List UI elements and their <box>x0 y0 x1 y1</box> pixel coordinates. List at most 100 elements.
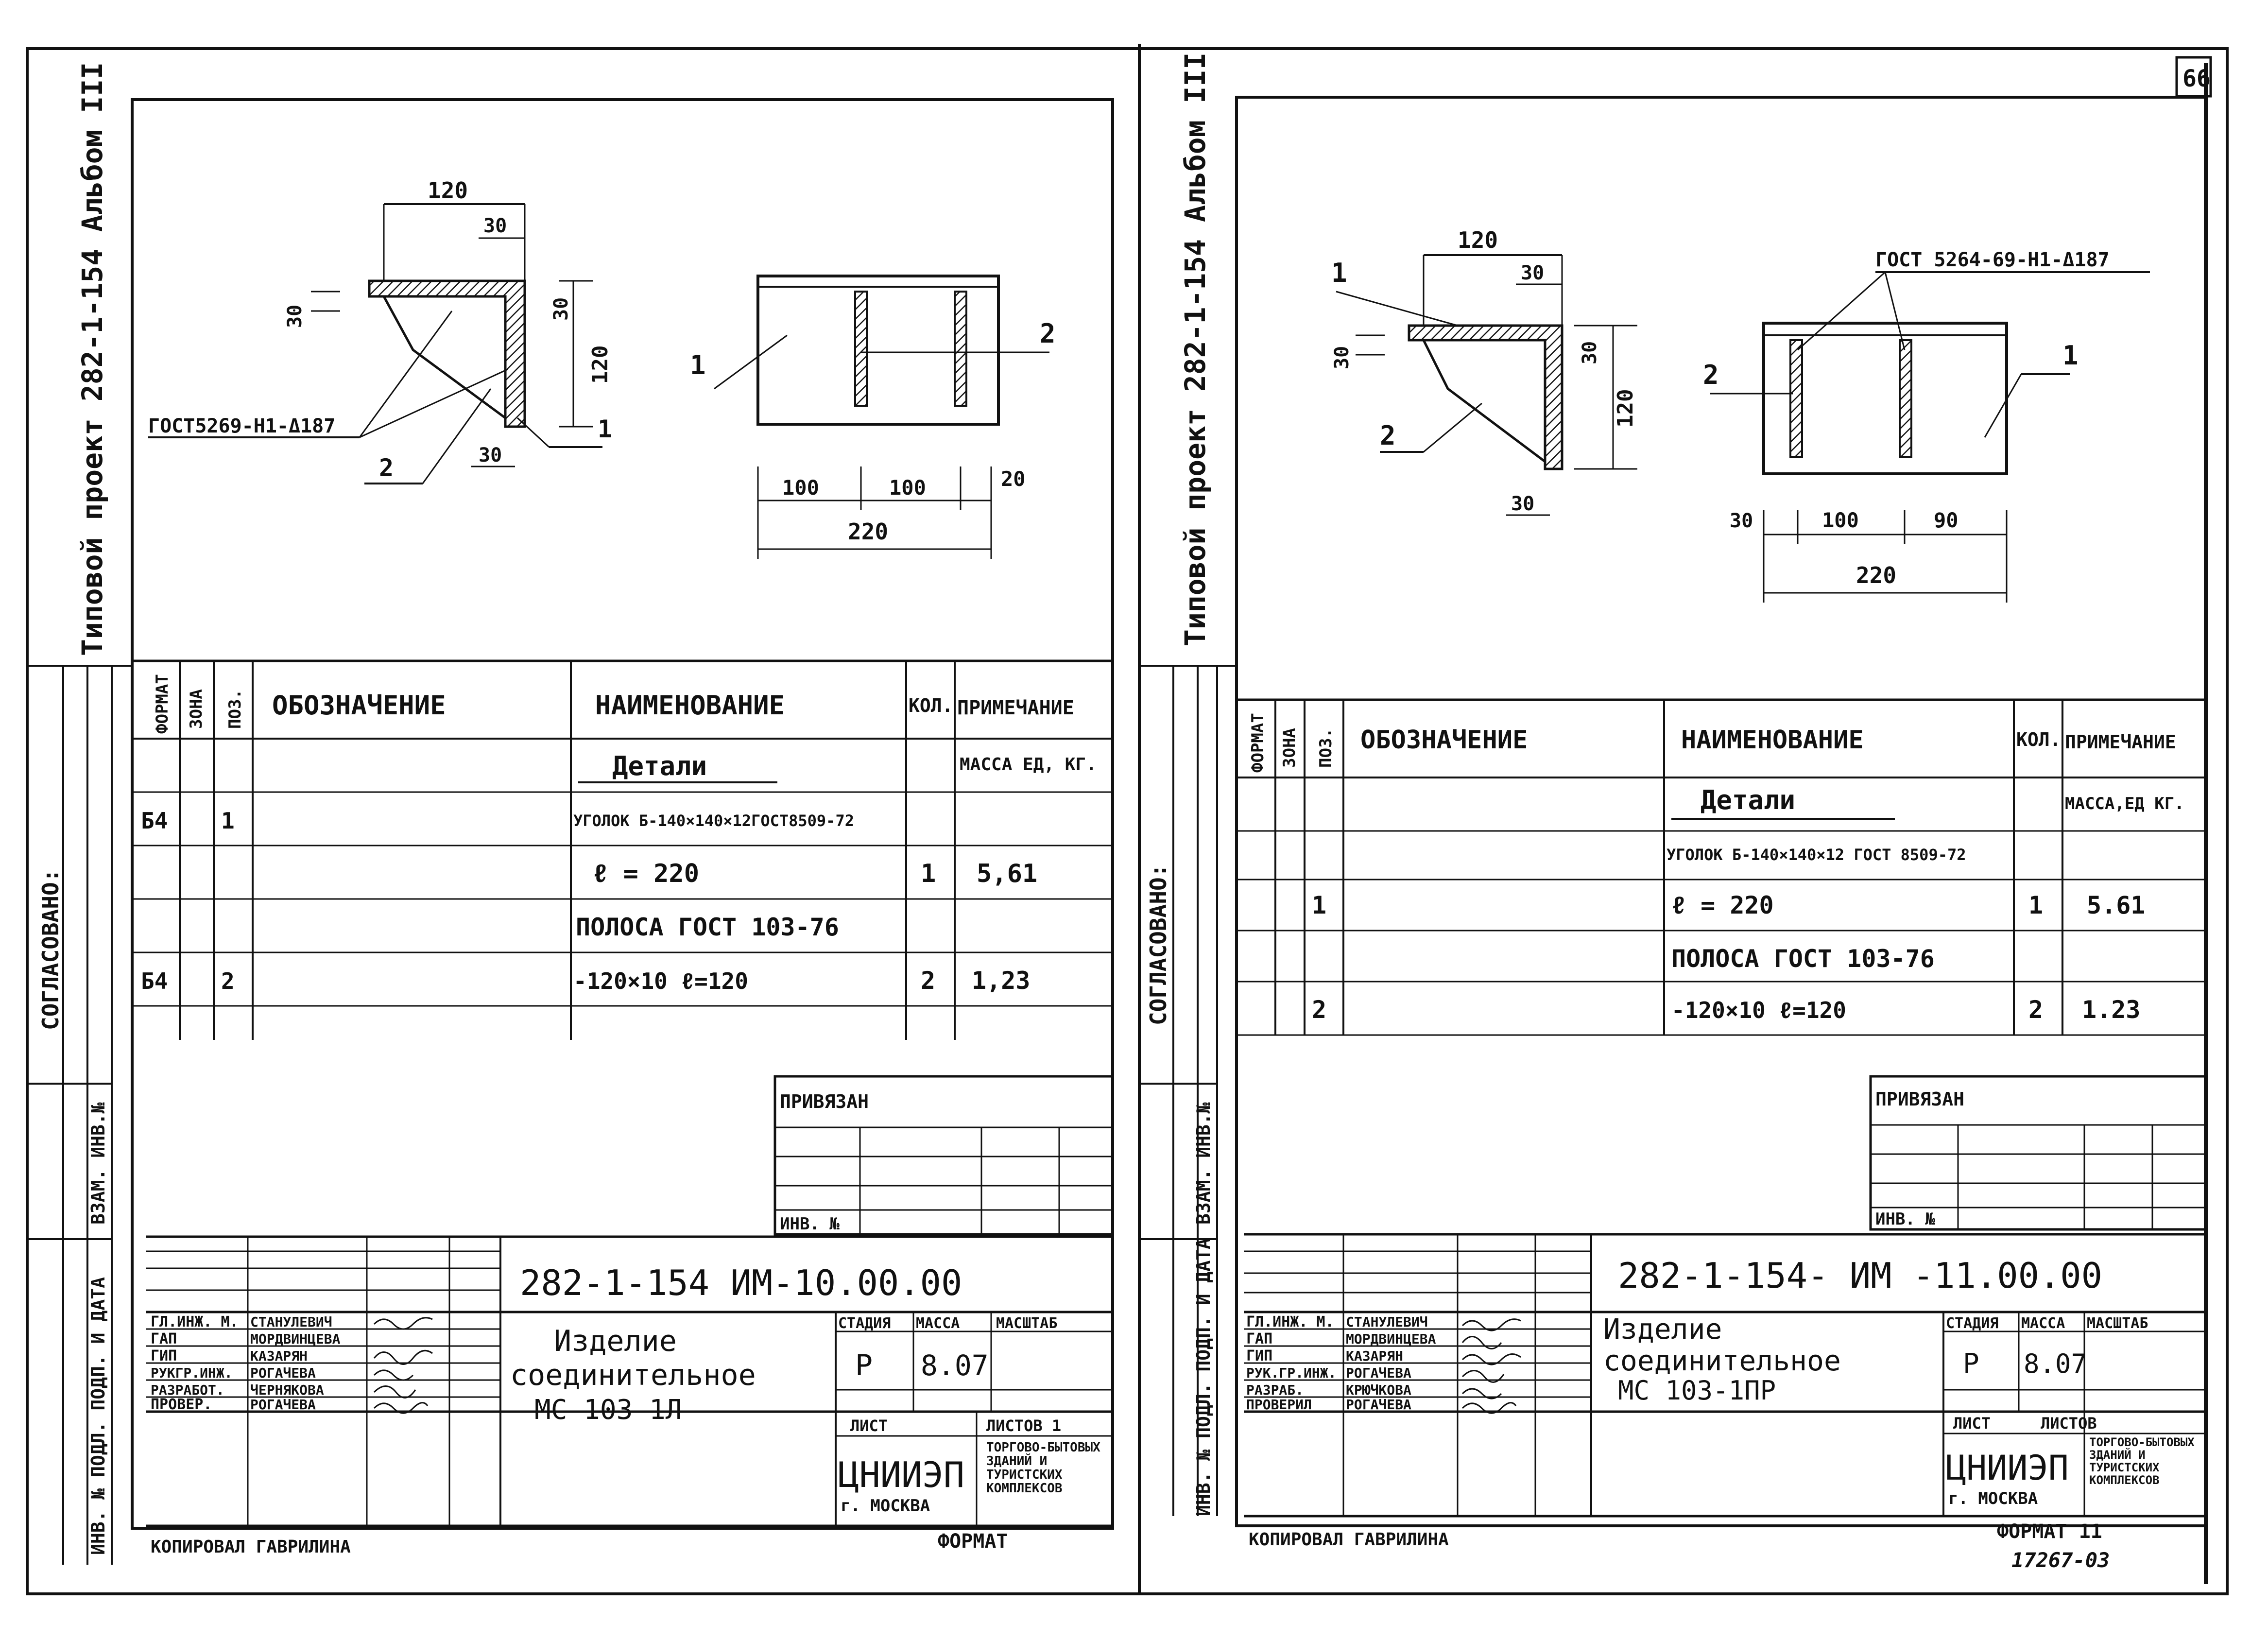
name-4: РОГАЧЕВА <box>250 1365 316 1381</box>
row4-qty-right: 2 <box>2028 996 2043 1024</box>
org-city: г. МОСКВА <box>841 1496 930 1516</box>
side-inv-zam: ВЗАМ. ИНВ.№ <box>87 1102 109 1225</box>
title-block-right: 282-1-154- ИМ -11.00.00 ГЛ.ИНЖ. М. ГАП Г… <box>1244 1233 2206 1518</box>
plan-dim-220: 220 <box>848 518 888 545</box>
org-city-right: г. МОСКВА <box>1948 1489 2038 1508</box>
dim-30-bottom: 30 <box>479 444 502 466</box>
angle-profile <box>368 279 526 428</box>
copied-by: КОПИРОВАЛ ГАВРИЛИНА <box>151 1537 351 1557</box>
row2-note-right: 5.61 <box>2087 891 2145 919</box>
privyazan-label-right: ПРИВЯЗАН <box>1875 1088 1964 1110</box>
org-description-right: ТОРГОВО-БЫТОВЫХ ЗДАНИЙ И ТУРИСТСКИХ КОМП… <box>2089 1436 2195 1487</box>
role-4: РУКГР.ИНЖ. <box>151 1365 233 1381</box>
row2-qty-right: 1 <box>2028 891 2043 919</box>
col-format-header-right: ФОРМАТ <box>1248 713 1268 773</box>
org-description: ТОРГОВО-БЫТОВЫХ ЗДАНИЙ И ТУРИСТСКИХ КОМП… <box>986 1441 1100 1496</box>
format-label: ФОРМАТ <box>938 1530 1008 1553</box>
drawing-code: 282-1-154 ИМ-10.00.00 <box>520 1262 962 1303</box>
row2-name-right: ℓ = 220 <box>1671 891 1774 919</box>
mass-value-right: 8.07 <box>2024 1348 2087 1379</box>
col-zone-header: ЗОНА <box>187 689 206 729</box>
side-inv-podl-right: ИНВ. № ПОДЛ. ПОДП. И ДАТА <box>1193 1238 1214 1516</box>
plan-dim-220-right: 220 <box>1856 562 1896 588</box>
signatures-right <box>1461 1318 1521 1414</box>
name-3: КАЗАРЯН <box>250 1348 308 1364</box>
product-line-1: Изделие <box>554 1324 677 1358</box>
stage-label-right: СТАДИЯ <box>1946 1315 1998 1332</box>
row1-name: УГОЛОК Б-140×140×12ГОСТ8509-72 <box>573 812 854 830</box>
stage-label: СТАДИЯ <box>838 1315 891 1332</box>
row2-name: ℓ = 220 <box>593 859 699 888</box>
row4-note: 1,23 <box>972 967 1030 995</box>
role-2-right: ГАП <box>1246 1330 1272 1347</box>
row4-format: Б4 <box>141 968 168 994</box>
dim-30-left: 30 <box>284 305 306 328</box>
side-title-right: Типовой проект 282-1-154 Альбом III <box>1179 52 1212 646</box>
dim-30-top: 30 <box>483 215 507 237</box>
sheet-left: Типовой проект 282-1-154 Альбом III СОГЛ… <box>27 62 1114 1565</box>
dim-120-vert: 120 <box>588 345 613 384</box>
product-line-2-right: соединительное <box>1603 1344 1841 1377</box>
name-1: СТАНУЛЕВИЧ <box>250 1314 332 1330</box>
sheets-label-right: ЛИСТОВ <box>2041 1414 2097 1433</box>
col-pos-header: ПОЗ. <box>225 689 245 729</box>
dim-30-top-right: 30 <box>1521 262 1544 284</box>
angle-section-view: 120 30 30 30 120 30 ГОСТ5269-Н1-Δ187 1 2 <box>148 177 613 484</box>
product-line-2: соединительное <box>510 1358 756 1392</box>
spec-section-title-right: Детали <box>1701 785 1795 815</box>
spec-table-right: ФОРМАТ ЗОНА ПОЗ. ОБОЗНАЧЕНИЕ НАИМЕНОВАНИ… <box>1237 698 2206 1036</box>
spec-table: ФОРМАТ ЗОНА ПОЗ. ОБОЗНАЧЕНИЕ НАИМЕНОВАНИ… <box>132 659 1113 1040</box>
plate-plan-view: 2 1 100 100 20 220 <box>690 275 1056 559</box>
name-2-right: МОРДВИНЦЕВА <box>1346 1331 1436 1347</box>
outer-frame <box>26 47 2229 1595</box>
dim-120-vert-right: 120 <box>1613 389 1638 428</box>
side-title: Типовой проект 282-1-154 Альбом III <box>76 62 109 656</box>
name-4-right: РОГАЧЕВА <box>1346 1365 1411 1381</box>
spec-mass-note: МАССА ЕД, КГ. <box>960 755 1097 775</box>
plate-outline <box>756 275 1000 426</box>
col-designation-header-right: ОБОЗНАЧЕНИЕ <box>1360 725 1528 755</box>
name-1-right: СТАНУЛЕВИЧ <box>1346 1314 1428 1330</box>
plate-plan-view-right: ГОСТ 5264-69-Н1-Δ187 2 1 30 100 90 220 <box>1703 249 2150 603</box>
role-6: ПРОВЕР. <box>151 1396 212 1413</box>
plan-dim-100b: 100 <box>889 476 926 500</box>
name-6: РОГАЧЕВА <box>250 1397 316 1413</box>
col-qty-header: КОЛ. <box>909 695 953 716</box>
pos-1-label: 1 <box>598 415 612 443</box>
row1-pos: 1 <box>221 808 235 834</box>
col-format-header: ФОРМАТ <box>153 674 172 734</box>
side-agreed-right: СОГЛАСОВАНО: <box>1145 864 1171 1025</box>
col-note-header-right: ПРИМЕЧАНИЕ <box>2065 731 2176 753</box>
privyazan-label: ПРИВЯЗАН <box>780 1091 869 1112</box>
copied-by-right: КОПИРОВАЛ ГАВРИЛИНА <box>1249 1530 1449 1550</box>
product-line-3-right: МС 103-1ПР <box>1618 1375 1776 1406</box>
sheets-label: ЛИСТОВ 1 <box>986 1416 1061 1435</box>
inv-no-label-right: ИНВ. № <box>1875 1209 1935 1229</box>
plan-pos-2: 2 <box>1040 318 1056 349</box>
row1-format: Б4 <box>141 808 168 834</box>
scale-label: МАСШТАБ <box>996 1315 1057 1332</box>
angle-section-view-right: 120 30 30 30 120 30 1 2 <box>1331 227 1638 516</box>
role-1: ГЛ.ИНЖ. М. <box>151 1313 239 1330</box>
row1-name-right: УГОЛОК Б-140×140×12 ГОСТ 8509-72 <box>1667 846 1966 864</box>
row3-name-right: ПОЛОСА ГОСТ 103-76 <box>1671 945 1935 973</box>
row4-qty: 2 <box>921 967 935 995</box>
row4-note-right: 1.23 <box>2082 996 2140 1024</box>
name-2: МОРДВИНЦЕВА <box>250 1331 341 1347</box>
dim-120: 120 <box>428 177 468 204</box>
format-label-right: ФОРМАТ 11 <box>1997 1520 2102 1543</box>
row4-name: -120×10 ℓ=120 <box>573 968 748 994</box>
pos-1-label-right: 1 <box>1331 258 1347 288</box>
col-name-header-right: НАИМЕНОВАНИЕ <box>1681 725 1864 755</box>
drawing-frame-right <box>1235 96 2207 1527</box>
row3-name: ПОЛОСА ГОСТ 103-76 <box>576 913 839 941</box>
dim-120-right: 120 <box>1458 227 1498 253</box>
inv-no-label: ИНВ. № <box>780 1214 840 1234</box>
row4-pos-right: 2 <box>1312 996 1326 1024</box>
product-line-3: МС 103-1Л <box>534 1394 682 1426</box>
row4-name-right: -120×10 ℓ=120 <box>1671 997 1846 1023</box>
side-inv-podl: ИНВ. № ПОДЛ. ПОДП. И ДАТА <box>87 1277 109 1555</box>
col-name-header: НАИМЕНОВАНИЕ <box>595 690 785 721</box>
privyazan-box: ПРИВЯЗАН ИНВ. № <box>773 1075 1114 1236</box>
